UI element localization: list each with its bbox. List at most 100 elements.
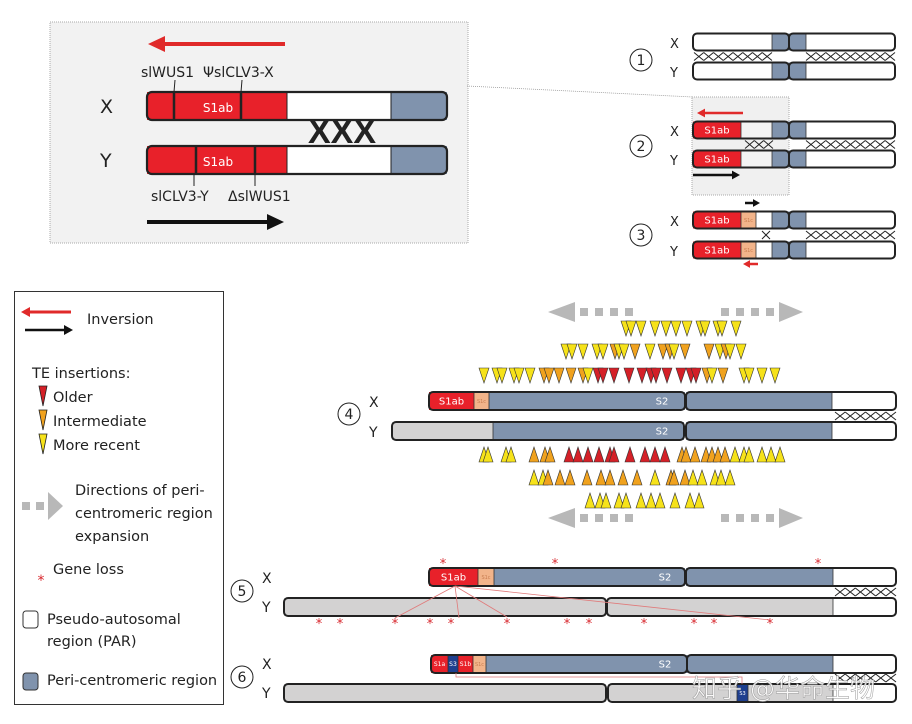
chromosome-segment — [772, 62, 789, 80]
chromosome-outline — [685, 391, 897, 411]
te-insertion-marker — [608, 446, 620, 463]
te-insertion-marker — [564, 469, 576, 486]
translocation-path — [455, 673, 743, 684]
stage-5-y-label: Y — [261, 600, 271, 616]
cross-stroke — [703, 52, 714, 61]
chromosome-segment — [693, 121, 741, 139]
te-insertion-marker — [654, 492, 666, 509]
chromosome-segment — [474, 392, 489, 410]
chromosome-segment — [789, 241, 806, 259]
te-insertion-marker — [624, 446, 636, 463]
expansion-arrow-dash — [751, 514, 759, 522]
cross-stroke — [835, 52, 846, 61]
segment-label: S1ab — [704, 155, 729, 166]
gene-label-slclv3-y: slCLV3-Y — [151, 189, 209, 205]
inset-background — [49, 21, 469, 244]
chromosome-outline — [283, 683, 607, 703]
gene-loss-marker: * — [316, 617, 323, 632]
chromosome-segment — [833, 568, 896, 586]
inset-x-label: X — [100, 96, 113, 118]
te-insertion-marker — [684, 492, 696, 509]
stage-3-x-label: X — [670, 215, 679, 230]
cross-stroke — [875, 587, 887, 597]
cross-stroke — [865, 230, 876, 240]
legend-te-heading: TE insertions: — [32, 366, 131, 382]
gene-loss-links — [394, 585, 771, 621]
stage-2-number: 2 — [629, 134, 653, 158]
chromosome-outline — [788, 240, 896, 260]
segment-label: S3 — [449, 661, 457, 668]
te-insertion-marker — [600, 492, 612, 509]
legend-gene-loss-label: Gene loss — [53, 562, 124, 578]
chromosome-segment — [431, 655, 448, 673]
inset-connector-line — [466, 85, 694, 98]
te-insertion-marker — [668, 469, 680, 486]
chromosome-segment — [772, 150, 789, 168]
te-insertion-marker — [681, 320, 693, 337]
segment-label: S2 — [656, 397, 669, 408]
te-insertion-row-6 — [584, 492, 705, 509]
te-insertion-marker — [584, 492, 596, 509]
te-insertion-marker — [743, 446, 755, 463]
cross-stroke — [761, 230, 771, 240]
te-insertion-marker — [631, 469, 643, 486]
te-insertion-marker — [717, 367, 729, 384]
te-insertion-marker — [724, 469, 736, 486]
te-insertion-marker — [715, 469, 727, 486]
expansion-arrow-head — [779, 508, 803, 528]
te-insertion-marker — [659, 446, 671, 463]
te-insertion-marker — [482, 446, 494, 463]
te-insertion-marker — [554, 469, 566, 486]
chromosome-segment — [429, 392, 474, 410]
cross-stroke — [815, 230, 827, 240]
legend: * Inversion TE insertions: Older Interme… — [14, 291, 224, 705]
stage-2-crosses-right — [805, 140, 896, 149]
cross-stroke — [855, 673, 866, 683]
stage-5-y-chromosome-left-arm — [283, 597, 607, 617]
legend-expansion-line2: centromeric region — [75, 506, 213, 522]
te-insertion-marker — [743, 367, 755, 384]
cross-stroke — [825, 140, 836, 149]
segment-label: S1c — [744, 218, 753, 224]
legend-te-intermediate-label: Intermediate — [53, 414, 147, 430]
stage-number: 1 — [637, 53, 646, 69]
te-insertion-row-3 — [478, 367, 781, 384]
chromosome-segment — [473, 655, 486, 673]
chromosome-segment — [284, 684, 606, 702]
chromosome-segment — [833, 598, 896, 616]
cross-stroke — [855, 140, 866, 149]
chromosome-segment — [741, 150, 772, 168]
stage-number-circle — [230, 579, 254, 603]
gene-loss-marker: * — [337, 617, 344, 632]
inset-recombination-marks: XXX — [308, 113, 376, 151]
stage-2-x-chromosome-right-arm — [788, 120, 896, 140]
te-insertion-marker — [478, 367, 490, 384]
chromosome-segment — [789, 211, 806, 229]
te-insertion-marker — [618, 343, 630, 360]
stage-1-x-chromosome-left-arm — [692, 32, 790, 52]
cross-stroke — [805, 140, 817, 149]
gene-loss-marker: * — [767, 617, 774, 632]
legend-par-line1: Pseudo-autosomal — [47, 612, 181, 628]
chromosome-outline — [788, 32, 896, 52]
te-insertion-marker — [524, 367, 536, 384]
expansion-arrow-dash — [751, 308, 759, 316]
te-insertion-marker — [719, 446, 731, 463]
te-insertion-marker — [597, 367, 609, 384]
te-insertion-marker — [582, 446, 594, 463]
stage-6-x-chromosome-right-arm — [686, 654, 897, 674]
gene-loss-link-line — [454, 585, 460, 619]
expansion-arrow-dash — [721, 514, 729, 522]
cross-stroke — [805, 52, 817, 61]
te-insertion-marker — [542, 469, 554, 486]
segment-label: S1ab — [441, 573, 466, 584]
expansion-arrow-dash — [766, 308, 774, 316]
legend-expansion-line3: expansion — [75, 529, 150, 545]
segment-label: S1c — [481, 575, 490, 581]
te-insertion-marker — [649, 446, 661, 463]
gene-loss-marker: * — [440, 557, 447, 572]
chromosome-segment — [693, 211, 741, 229]
gene-loss-marker: * — [448, 617, 455, 632]
te-insertion-marker — [712, 446, 724, 463]
te-insertion-marker — [625, 320, 637, 337]
